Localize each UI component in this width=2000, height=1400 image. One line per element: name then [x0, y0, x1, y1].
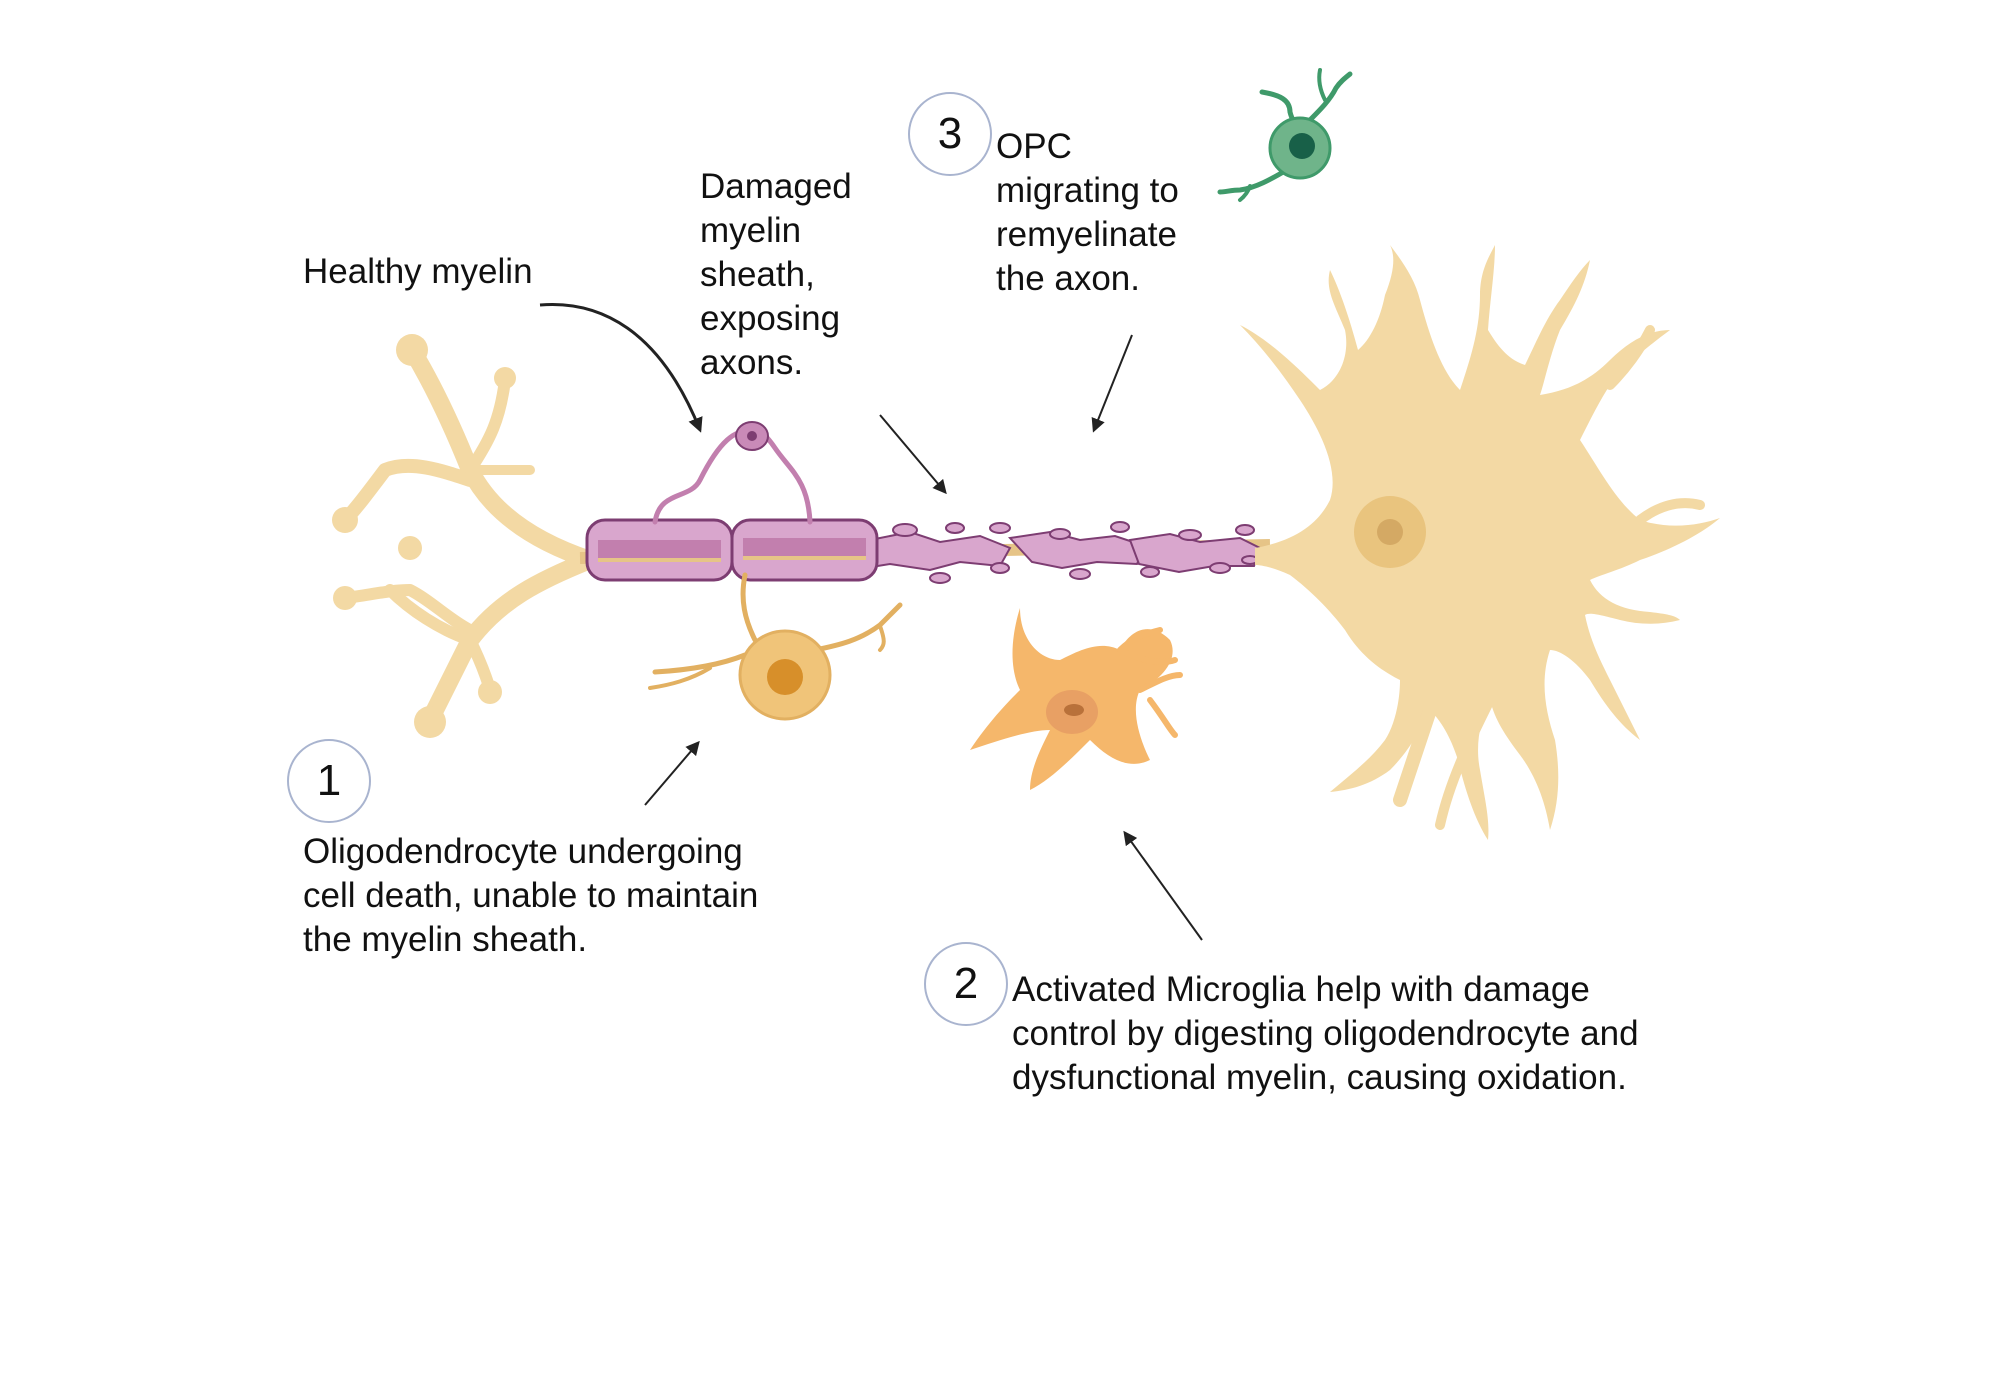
- arrow-opc: [1091, 334, 1133, 433]
- healthy-myelin-label: Healthy myelin: [303, 252, 533, 291]
- oligodendrocyte-label: Oligodendrocyte undergoing cell death, u…: [303, 832, 759, 959]
- step-2-badge: 2: [924, 942, 1008, 1026]
- opc-cell: [1217, 68, 1353, 202]
- left-dendrite-tips: [332, 334, 516, 738]
- arrow-microglia: [1123, 830, 1203, 941]
- opc-label: OPC migrating to remyelinate the axon.: [996, 127, 1179, 298]
- healthy-myelin: [585, 518, 879, 582]
- myelinating-oligodendrocyte: [652, 427, 813, 525]
- microglia-label: Activated Microglia help with damage con…: [1012, 970, 1639, 1097]
- damaged-myelin-fragments: [863, 521, 1262, 584]
- arrow-oligodendrocyte: [644, 740, 700, 806]
- damaged-myelin-label: Damaged myelin sheath, exposing axons.: [700, 167, 852, 382]
- step-1-badge: 1: [287, 739, 371, 823]
- activated-microglia: [970, 608, 1183, 790]
- left-dendrites: [338, 341, 599, 729]
- dying-oligodendrocyte: [648, 572, 903, 721]
- right-neuron: [1240, 245, 1720, 840]
- step-3-badge: 3: [908, 92, 992, 176]
- arrow-healthy-myelin: [539, 302, 703, 433]
- arrow-damaged-myelin: [879, 414, 947, 495]
